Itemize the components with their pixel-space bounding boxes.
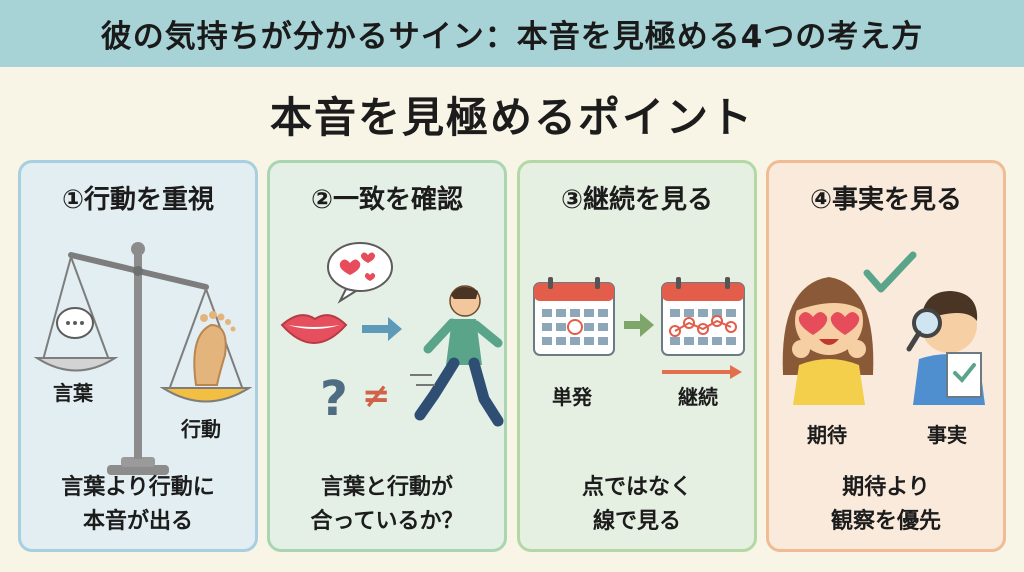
card-title: ②一致を確認 <box>310 185 463 215</box>
card-consistency: ②一致を確認 ? ≠ <box>267 160 507 552</box>
card-action: ①行動を重視 言葉 行動 言葉より行動に 本音が出る <box>18 160 258 552</box>
page-heading: 本音を見極めるポイント <box>269 93 754 142</box>
label-fact: 事実 <box>927 423 967 447</box>
heart-bubble-icon <box>327 242 393 304</box>
svg-text:≠: ≠ <box>362 376 391 416</box>
label-words: 言葉 <box>53 381 93 405</box>
card-title: ①行動を重視 <box>61 185 214 215</box>
balance-scale-icon <box>33 242 253 475</box>
consistency-illustration: ? ≠ <box>280 242 504 427</box>
arrow-right-icon <box>624 313 654 337</box>
label-expectation: 期待 <box>807 423 847 447</box>
arrow-right-icon <box>662 365 742 379</box>
card-continuity: ③継続を見る 単発 <box>517 160 757 552</box>
lips-icon <box>280 314 348 345</box>
footprint-icon <box>193 311 236 386</box>
label-continuous: 継続 <box>678 385 718 409</box>
running-man-icon <box>410 285 504 427</box>
magnifier-boy-icon <box>906 291 985 405</box>
card-description: 点ではなく 線で見る <box>581 475 692 534</box>
label-single: 単発 <box>552 385 592 409</box>
label-action: 行動 <box>181 417 221 441</box>
calendar-icon <box>661 277 745 356</box>
check-mark-icon <box>863 251 917 293</box>
card-facts: ④事実を見る 期待 事実 期待より 観察を優先 <box>766 160 1006 552</box>
card-title: ④事実を見る <box>809 185 962 215</box>
svg-text:?: ? <box>320 371 348 427</box>
card-description: 言葉より行動に 本音が出る <box>61 475 215 534</box>
not-equal-icon: ≠ <box>362 376 391 416</box>
calendar-icon <box>533 277 615 356</box>
card-title: ③継続を見る <box>560 185 713 215</box>
facts-illustration <box>782 251 985 405</box>
calendar-illustration <box>533 277 745 379</box>
banner-title: 彼の気持ちが分かるサイン：本音を見極める4つの考え方 <box>100 19 924 55</box>
speech-bubble-icon <box>56 307 94 339</box>
heart-eyes-woman-icon <box>782 277 874 405</box>
title-banner: 彼の気持ちが分かるサイン：本音を見極める4つの考え方 <box>0 0 1024 67</box>
question-mark-icon: ? <box>320 371 348 427</box>
card-description: 期待より 観察を優先 <box>830 475 941 534</box>
card-description: 言葉と行動が 合っているか？ <box>310 475 464 534</box>
arrow-right-icon <box>362 317 402 341</box>
